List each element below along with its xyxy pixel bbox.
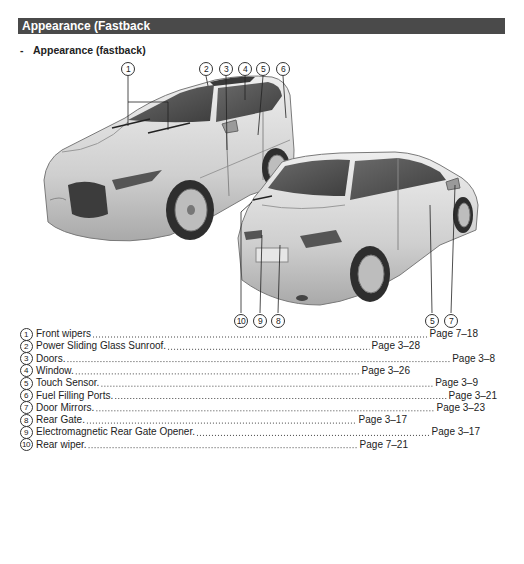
item-number: 1	[20, 328, 33, 341]
callout-number: 10	[234, 314, 248, 328]
page-ref: Page 3–26	[362, 365, 410, 377]
rear-car	[238, 152, 478, 305]
page-ref: Page 3–8	[452, 353, 495, 365]
page-ref: Page 3–17	[359, 414, 407, 426]
callout-number: 1	[121, 62, 135, 76]
dot-leader	[93, 337, 428, 338]
leader-lines	[128, 76, 455, 313]
page-ref: Page 3–17	[432, 426, 480, 438]
item-number: 8	[20, 414, 33, 427]
dot-leader	[101, 386, 433, 387]
item-name: Touch Sensor.	[36, 377, 99, 389]
item-name: Fuel Filling Ports.	[36, 390, 113, 402]
callout-number: 2	[199, 62, 213, 76]
dot-leader	[67, 361, 450, 362]
item-name: Electromagnetic Rear Gate Opener.	[36, 426, 195, 438]
callout-number: 5	[425, 314, 439, 328]
dot-leader	[96, 410, 434, 411]
item-number: 10	[20, 438, 33, 451]
page-ref: Page 3–21	[449, 390, 497, 402]
item-name: Rear wiper.	[36, 439, 87, 451]
callout-number: 4	[238, 62, 252, 76]
item-number: 4	[20, 364, 33, 377]
dot-leader	[168, 349, 370, 350]
callout-number: 6	[276, 62, 290, 76]
page-ref: Page 3–9	[435, 377, 478, 389]
item-number: 2	[20, 340, 33, 353]
bullet: -	[20, 44, 24, 56]
callout-number: 7	[444, 314, 458, 328]
item-number: 5	[20, 377, 33, 390]
dot-leader	[197, 435, 430, 436]
dot-leader	[76, 373, 360, 374]
callout-number: 3	[219, 62, 233, 76]
item-name: Doors.	[36, 353, 65, 365]
header-title: Appearance (Fastback	[18, 18, 505, 34]
dot-leader	[87, 423, 357, 424]
item-number: 7	[20, 401, 33, 414]
item-number: 3	[20, 352, 33, 365]
callout-number: 5	[256, 62, 270, 76]
subtitle: Appearance (fastback)	[33, 44, 146, 56]
dot-leader	[115, 398, 446, 399]
callout-number: 8	[271, 314, 285, 328]
item-name: Front wipers	[36, 328, 91, 340]
item-name: Power Sliding Glass Sunroof.	[36, 340, 166, 352]
page-ref: Page 7–21	[360, 439, 408, 451]
dot-leader	[89, 447, 358, 448]
page-ref: Page 3–28	[372, 340, 420, 352]
item-number: 6	[20, 389, 33, 402]
page-ref: Page 3–23	[437, 402, 485, 414]
item-name: Door Mirrors.	[36, 402, 94, 414]
page-ref: Page 7–18	[430, 328, 478, 340]
item-name: Window.	[36, 365, 74, 377]
callout-number: 9	[253, 314, 267, 328]
item-number: 9	[20, 426, 33, 439]
item-name: Rear Gate.	[36, 414, 85, 426]
